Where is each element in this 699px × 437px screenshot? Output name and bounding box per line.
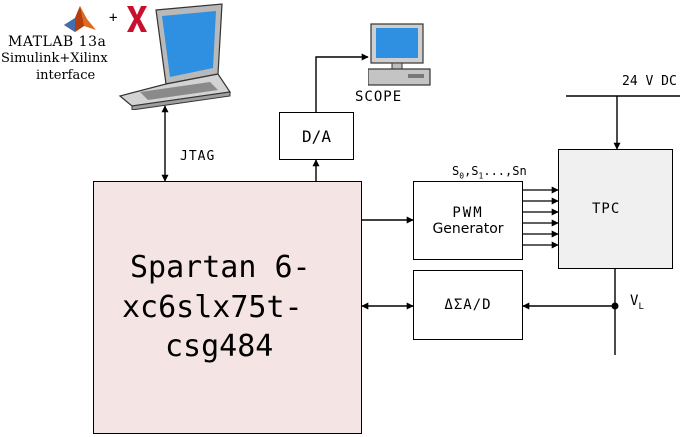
scope-label: SCOPE (355, 89, 403, 105)
vl-node (611, 302, 619, 310)
dac-label: D/A (302, 126, 331, 146)
tpc-label: TPC (592, 201, 621, 217)
pwm-label-line2: Generator (432, 220, 504, 237)
switch-signals-label: S0,S1...,Sn (452, 164, 527, 181)
pwm-generator-block: PWM Generator (413, 181, 523, 260)
desktop-computer-icon (368, 23, 431, 86)
fpga-label-line1: Spartan 6- (130, 250, 311, 285)
pwm-label-line1: PWM (452, 204, 484, 221)
software-label-line1: MATLAB 13a (8, 34, 107, 50)
matlab-logo-icon (64, 6, 96, 32)
tpc-block (558, 149, 673, 269)
laptop-icon (118, 3, 232, 110)
adc-block: ΔΣA/D (413, 270, 523, 340)
pwm-to-tpc-lines (523, 186, 559, 249)
fpga-label-line3: csg484 (165, 329, 274, 364)
dac-to-scope (315, 53, 369, 112)
load-voltage-label: VL (630, 293, 644, 312)
xilinx-logo-icon (127, 6, 147, 32)
software-label-line2: Simulink+Xilinx (1, 51, 108, 66)
plus-sign: + (109, 10, 118, 26)
fpga-block (93, 181, 362, 434)
software-label-line3: interface (36, 68, 96, 83)
jtag-label: JTAG (180, 149, 216, 164)
adc-label: ΔΣA/D (444, 297, 492, 313)
supply-label: 24 V DC (622, 74, 677, 89)
dac-block: D/A (279, 112, 354, 160)
fpga-label-line2: xc6slx75t- (122, 290, 303, 325)
